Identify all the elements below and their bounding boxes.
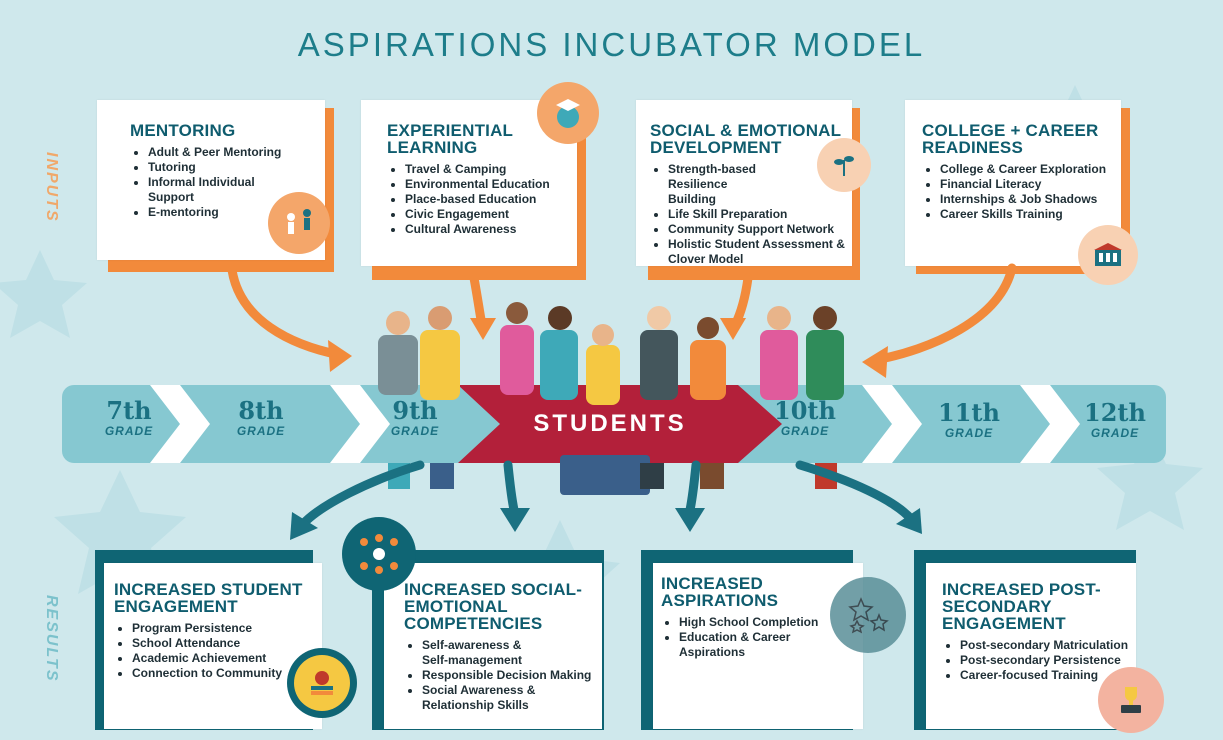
trophy-laptop-icon [1098,667,1164,733]
result-title: INCREASED STUDENT ENGAGEMENT [114,580,303,616]
grade-number: 7th [106,396,152,425]
grade-label: GRADE [236,424,286,438]
result-title: INCREASED SOCIAL-EMOTIONAL COMPETENCIES [404,580,583,633]
grade-number: 10th [774,396,836,425]
grade-9: 9th GRADE [380,396,450,439]
result-title: INCREASED POST-SECONDARY ENGAGEMENT [942,580,1101,633]
input-item: Adult & Peer Mentoring [148,145,315,160]
input-item: Life Skill Preparation [668,207,850,222]
result-item: Post-secondary Matriculation [960,638,1132,653]
input-item: Career Skills Training [940,207,1117,222]
network-people-icon [342,517,416,591]
grade-8: 8th GRADE [226,396,296,439]
input-item: Informal Individual Support [148,175,268,205]
grade-label: GRADE [1090,426,1140,440]
grade-number: 12th [1084,398,1146,427]
input-item: Environmental Education [405,177,572,192]
grade-10: 10th GRADE [770,396,840,439]
input-title: COLLEGE + CAREER READINESS [922,121,1099,157]
input-title: MENTORING [130,121,236,140]
result-item: Responsible Decision Making [422,668,599,683]
result-item: Self-awareness & Self-management [422,638,532,668]
apple-books-icon [287,648,357,718]
grade-number: 8th [238,396,284,425]
page-title: ASPIRATIONS INCUBATOR MODEL [297,26,926,63]
input-item: Travel & Camping [405,162,572,177]
input-item: Place-based Education [405,192,572,207]
input-item: Financial Literacy [940,177,1117,192]
grade-label: GRADE [944,426,994,440]
result-item: Education & Career Aspirations [679,630,799,660]
result-item: High School Completion [679,615,856,630]
building-icon [1078,225,1138,285]
input-title: EXPERIENTIAL LEARNING [387,121,513,157]
input-item: Internships & Job Shadows [940,192,1117,207]
grade-label: GRADE [390,424,440,438]
grade-number: 11th [938,398,1000,427]
input-item: Tutoring [148,160,315,175]
result-item: Post-secondary Persistence [960,653,1132,668]
grade-12: 12th GRADE [1080,398,1150,441]
input-item: E-mentoring [148,205,315,220]
input-item: College & Career Exploration [940,162,1117,177]
graduate-globe-icon [537,82,599,144]
input-title: SOCIAL & EMOTIONAL DEVELOPMENT [650,121,841,157]
plant-hand-icon [817,138,871,192]
result-item: Academic Achievement [132,651,314,666]
input-item: Holistic Student Assessment & Clover Mod… [668,237,850,267]
result-item: Social Awareness & Relationship Skills [422,683,562,713]
mentoring-icon [268,192,330,254]
result-title: INCREASED ASPIRATIONS [661,574,779,610]
grade-7: 7th GRADE [94,396,164,439]
input-item: Cultural Awareness [405,222,572,237]
input-item: Strength-based Resilience Building [668,162,768,207]
input-item: Civic Engagement [405,207,572,222]
stars-icon [830,577,906,653]
result-item: Connection to Community [132,666,314,681]
input-item: Community Support Network [668,222,850,237]
result-item: Program Persistence [132,621,314,636]
grade-11: 11th GRADE [934,398,1004,441]
grade-number: 9th [392,396,438,425]
students-label: STUDENTS [533,410,687,437]
result-item: Career-focused Training [960,668,1132,683]
result-item: School Attendance [132,636,314,651]
grade-label: GRADE [104,424,154,438]
grade-label: GRADE [780,424,830,438]
